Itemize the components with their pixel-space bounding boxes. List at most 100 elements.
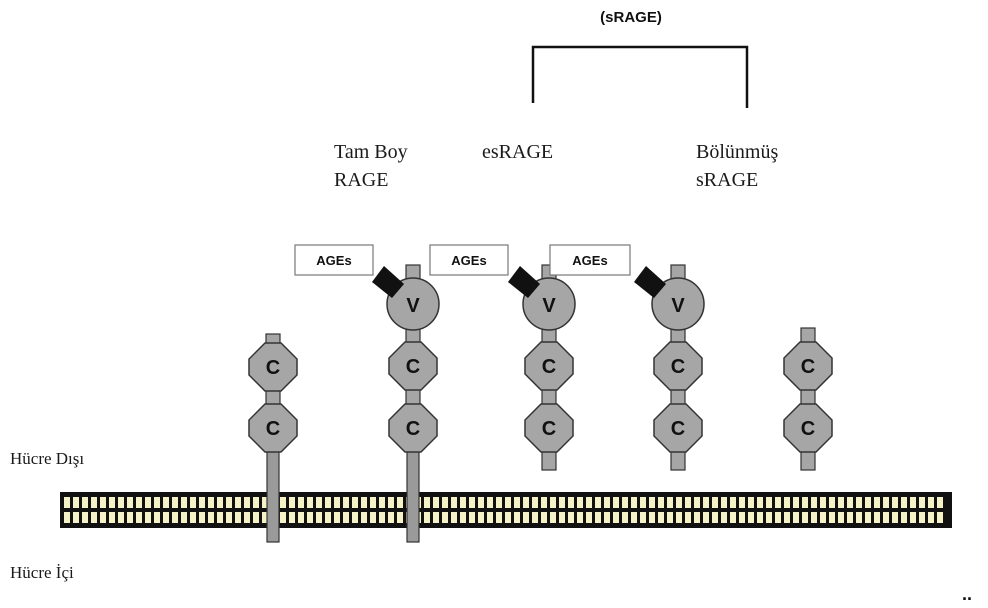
membrane-bead	[514, 497, 520, 508]
membrane-bead	[928, 512, 934, 523]
receptor-full-length-rage: V C C	[372, 265, 439, 452]
membrane-bead	[784, 512, 790, 523]
membrane-bead	[505, 512, 511, 523]
membrane-bead	[676, 512, 682, 523]
membrane-bead	[469, 512, 475, 523]
membrane-bead	[658, 497, 664, 508]
receptor-c-only-membrane: C C	[249, 334, 297, 452]
membrane-bead	[532, 497, 538, 508]
membrane-bead	[199, 512, 205, 523]
membrane-bead	[919, 512, 925, 523]
membrane-bead	[154, 497, 160, 508]
membrane-bead	[100, 497, 106, 508]
membrane-bead	[379, 512, 385, 523]
cleaved-srage-label-line1: Bölünmüş	[696, 141, 778, 163]
membrane-bead	[370, 512, 376, 523]
membrane-bead	[397, 497, 403, 508]
membrane-bead	[703, 512, 709, 523]
svg-text:AGEs: AGEs	[572, 253, 607, 268]
membrane-bead	[541, 497, 547, 508]
membrane-bead	[235, 512, 241, 523]
v-domain-label: V	[542, 295, 556, 317]
c-domain-label: C	[542, 418, 556, 440]
membrane-bead	[838, 497, 844, 508]
membrane-bead	[937, 497, 943, 508]
membrane-bead	[721, 512, 727, 523]
membrane-bead	[172, 512, 178, 523]
cell-membrane	[60, 492, 952, 528]
c-domain-label: C	[266, 418, 280, 440]
membrane-bead	[370, 497, 376, 508]
membrane-bead	[748, 512, 754, 523]
membrane-bead	[280, 512, 286, 523]
membrane-bead	[613, 512, 619, 523]
membrane-bead	[631, 512, 637, 523]
membrane-bead	[748, 497, 754, 508]
membrane-bead	[667, 497, 673, 508]
membrane-bead	[487, 497, 493, 508]
full-length-rage-label-line2: RAGE	[334, 169, 388, 191]
membrane-bead	[730, 497, 736, 508]
membrane-bead	[793, 512, 799, 523]
ages-box: AGEs	[430, 245, 508, 275]
membrane-bead	[316, 512, 322, 523]
membrane-bead	[865, 497, 871, 508]
membrane-bead	[631, 497, 637, 508]
srage-bracket	[533, 47, 747, 108]
membrane-bead	[424, 512, 430, 523]
membrane-bead	[478, 512, 484, 523]
membrane-bead	[811, 512, 817, 523]
membrane-bead	[244, 497, 250, 508]
membrane-bead	[559, 512, 565, 523]
membrane-bead	[712, 497, 718, 508]
membrane-bead	[442, 497, 448, 508]
membrane-bead	[217, 512, 223, 523]
membrane-bead	[361, 497, 367, 508]
membrane-bead	[235, 497, 241, 508]
membrane-bead	[298, 497, 304, 508]
membrane-bead	[667, 512, 673, 523]
membrane-bead	[208, 497, 214, 508]
receptor-c-only-soluble: C C	[784, 328, 832, 470]
membrane-bead	[388, 497, 394, 508]
c-domain-label: C	[542, 356, 556, 378]
membrane-bead	[910, 497, 916, 508]
membrane-bead	[550, 497, 556, 508]
membrane-bead	[685, 512, 691, 523]
membrane-bead	[352, 497, 358, 508]
membrane-bead	[199, 497, 205, 508]
membrane-bead	[604, 512, 610, 523]
membrane-bead	[226, 512, 232, 523]
membrane-bead	[766, 512, 772, 523]
membrane-bead	[676, 497, 682, 508]
membrane-bead	[883, 512, 889, 523]
membrane-bead	[892, 512, 898, 523]
membrane-bead	[325, 512, 331, 523]
membrane-bead	[919, 497, 925, 508]
c-domain-label: C	[266, 357, 280, 379]
membrane-bead	[118, 497, 124, 508]
membrane-bead	[388, 512, 394, 523]
membrane-bead	[829, 512, 835, 523]
c-domain-label: C	[671, 356, 685, 378]
membrane-bead	[775, 512, 781, 523]
membrane-bead	[640, 497, 646, 508]
membrane-bead	[694, 512, 700, 523]
membrane-bead	[523, 512, 529, 523]
membrane-bead	[424, 497, 430, 508]
membrane-bead	[163, 497, 169, 508]
membrane-bead	[109, 497, 115, 508]
membrane-bead	[172, 497, 178, 508]
membrane-bead	[442, 512, 448, 523]
transmembrane-stalk	[267, 440, 279, 542]
membrane-bead	[622, 497, 628, 508]
membrane-bead	[514, 512, 520, 523]
membrane-bead	[802, 512, 808, 523]
membrane-bead	[334, 512, 340, 523]
membrane-bead	[901, 497, 907, 508]
membrane-bead	[568, 512, 574, 523]
membrane-bead	[901, 512, 907, 523]
membrane-bead	[730, 512, 736, 523]
membrane-bead	[379, 497, 385, 508]
